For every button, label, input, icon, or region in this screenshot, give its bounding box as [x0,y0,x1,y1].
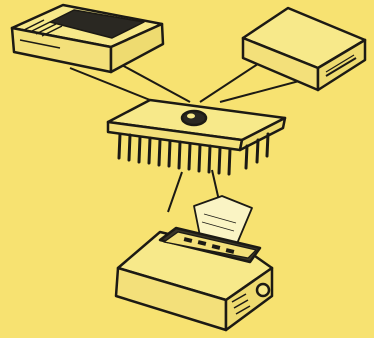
hardware-diagram [0,0,374,338]
diagram-canvas [0,0,374,338]
